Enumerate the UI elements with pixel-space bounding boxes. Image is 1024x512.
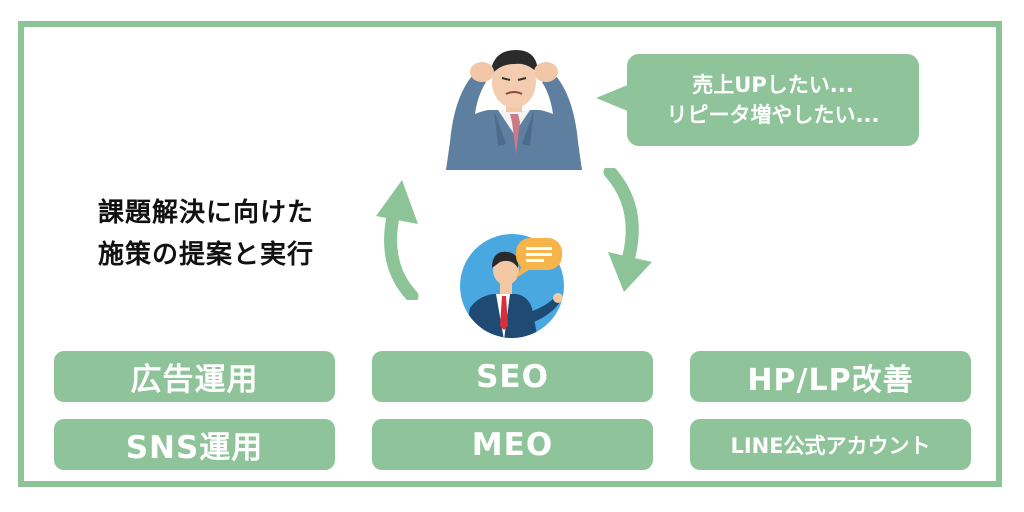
speech-icon	[516, 238, 562, 278]
service-meo: MEO	[372, 419, 653, 470]
speech-bubble-line1: 売上UPしたい...	[692, 73, 854, 97]
service-hp-lp: HP/LP改善	[690, 351, 971, 402]
service-seo: SEO	[372, 351, 653, 402]
cycle-arrow-left-icon	[376, 180, 419, 300]
speech-bubble-tail	[596, 84, 630, 112]
caption: 課題解決に向けた 施策の提案と実行	[98, 192, 314, 276]
caption-line2: 施策の提案と実行	[98, 240, 315, 270]
speech-bubble: 売上UPしたい... リピータ増やしたい...	[627, 54, 919, 146]
service-line: LINE公式アカウント	[690, 419, 971, 470]
speech-bubble-line2: リピータ増やしたい...	[666, 103, 880, 127]
caption-line1: 課題解決に向けた	[98, 198, 315, 228]
service-sns-ops: SNS運用	[54, 419, 335, 470]
cycle-arrow-right-icon	[603, 168, 652, 292]
worried-businessman-icon	[446, 50, 582, 170]
service-ad-ops: 広告運用	[54, 351, 335, 402]
